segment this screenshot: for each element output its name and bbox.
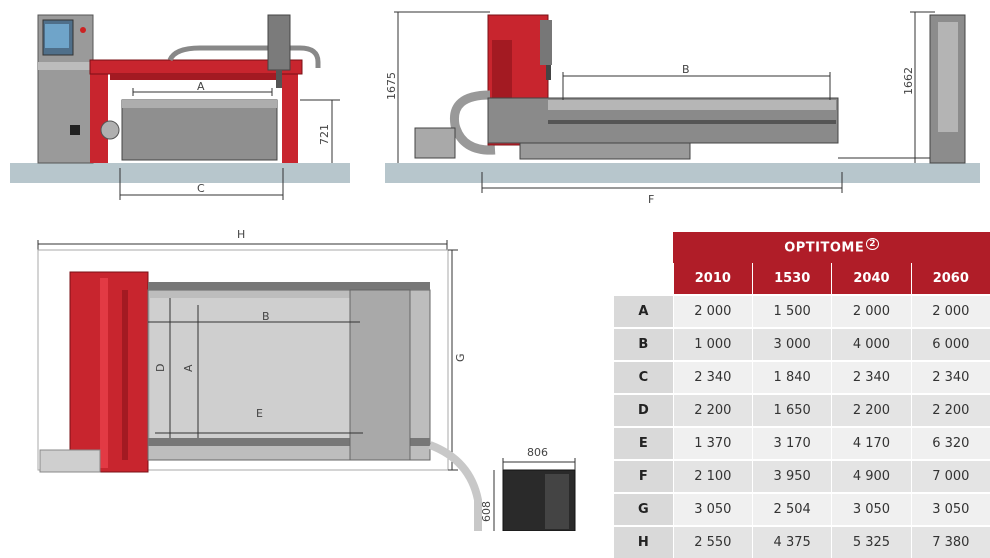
dim-806: 806	[527, 446, 548, 459]
table-row: C 2 340 1 840 2 340 2 340	[614, 360, 990, 394]
side-view: 1675 B 1662 F	[385, 11, 980, 206]
cell: 3 050	[672, 492, 753, 526]
dim-f-side: F	[648, 193, 654, 206]
dim-a-front: A	[197, 80, 205, 93]
cell: 3 170	[751, 426, 832, 460]
cell: 1 840	[751, 360, 832, 394]
table-row: E 1 370 3 170 4 170 6 320	[614, 426, 990, 460]
dim-g-top: G	[454, 353, 467, 362]
cell: 4 900	[831, 459, 912, 493]
row-key: G	[614, 492, 674, 526]
dim-c-front: C	[197, 182, 205, 195]
row-key: F	[614, 459, 674, 493]
cell: 4 000	[831, 327, 912, 361]
row-key: D	[614, 393, 674, 427]
top-gantry	[69, 271, 149, 473]
cell: 2 000	[831, 294, 912, 328]
top-view: H G B D A E 806 6	[37, 228, 576, 531]
cell: 6 320	[910, 426, 990, 460]
cell: 2 000	[672, 294, 753, 328]
dim-d-top: D	[154, 364, 167, 372]
model-col-2: 1530	[751, 263, 832, 295]
machine-drawings: A C 721 1675 B	[10, 11, 980, 531]
cell: 2 200	[672, 393, 753, 427]
footnote-mark: 2	[866, 238, 879, 251]
model-col-4: 2060	[910, 263, 990, 295]
dim-1675: 1675	[385, 72, 398, 100]
model-col-1: 2010	[672, 263, 753, 295]
dim-608: 608	[480, 501, 493, 522]
floor-front	[10, 163, 350, 183]
table-row: A 2 000 1 500 2 000 2 000	[614, 294, 990, 328]
cell: 1 370	[672, 426, 753, 460]
dim-721: 721	[318, 124, 331, 145]
model-col-3: 2040	[831, 263, 912, 295]
cell: 3 950	[751, 459, 832, 493]
dim-b-top: B	[262, 310, 270, 323]
row-key: C	[614, 360, 674, 394]
cell: 2 504	[751, 492, 832, 526]
cell: 6 000	[910, 327, 990, 361]
table-row: D 2 200 1 650 2 200 2 200	[614, 393, 990, 427]
torch-head	[267, 14, 291, 71]
cell: 7 000	[910, 459, 990, 493]
cell: 2 200	[831, 393, 912, 427]
cell: 1 500	[751, 294, 832, 328]
row-key: A	[614, 294, 674, 328]
cell: 2 200	[910, 393, 990, 427]
front-view: A C 721	[10, 14, 350, 200]
row-key: B	[614, 327, 674, 361]
table-row: B 1 000 3 000 4 000 6 000	[614, 327, 990, 361]
table-row: G 3 050 2 504 3 050 3 050	[614, 492, 990, 526]
dim-b-side: B	[682, 63, 690, 76]
dim-h-top: H	[237, 228, 245, 241]
cutting-table	[121, 99, 278, 161]
row-key: E	[614, 426, 674, 460]
dim-e-top: E	[256, 407, 263, 420]
cell: 2 100	[672, 459, 753, 493]
cell: 1 000	[672, 327, 753, 361]
dim-1662: 1662	[902, 67, 915, 95]
cell: 2 000	[910, 294, 990, 328]
cell: 3 000	[751, 327, 832, 361]
table-row: F 2 100 3 950 4 900 7 000	[614, 459, 990, 493]
cell: 3 050	[910, 492, 990, 526]
cell: 4 170	[831, 426, 912, 460]
cell: 3 050	[831, 492, 912, 526]
cell: 2 340	[910, 360, 990, 394]
cell: 2 340	[831, 360, 912, 394]
cell: 1 650	[751, 393, 832, 427]
cell: 2 340	[672, 360, 753, 394]
dim-a-top: A	[182, 364, 195, 372]
floor-side	[385, 163, 980, 183]
